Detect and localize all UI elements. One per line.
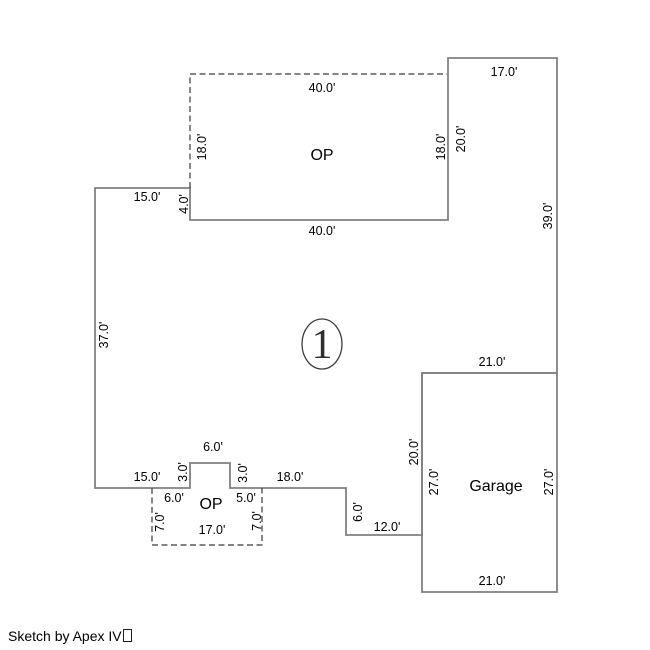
dim-east-wall: 39.0' bbox=[541, 203, 555, 230]
dim-bottom-porch-inset-right: 5.0' bbox=[236, 491, 256, 505]
footer-credit: Sketch by Apex IV bbox=[8, 628, 132, 644]
dim-garage-width-top: 21.0' bbox=[479, 355, 506, 369]
dimension-labels-vertical: 18.0' 18.0' 20.0' 39.0' 4.0' 37.0' 3.0' … bbox=[97, 126, 556, 532]
dim-stoop-depth-right: 3.0' bbox=[236, 463, 250, 483]
garage-outline bbox=[421, 372, 558, 593]
bottom-porch-dashed-outline bbox=[151, 488, 263, 546]
dim-top-porch-height-right: 18.0' bbox=[434, 134, 448, 161]
dim-bottom-porch-width: 17.0' bbox=[199, 523, 226, 537]
dim-stoop-width: 6.0' bbox=[203, 440, 223, 454]
missing-glyph-box bbox=[122, 629, 132, 642]
room-label-top-porch: OP bbox=[310, 147, 333, 164]
dim-top-porch-width-top: 40.0' bbox=[309, 81, 336, 95]
dim-upper-left-jog: 4.0' bbox=[177, 194, 191, 214]
footer-credit-text: Sketch by Apex IV bbox=[8, 628, 122, 644]
dim-bottom-porch-depth-right: 7.0' bbox=[250, 511, 264, 531]
dim-garage-depth-left: 27.0' bbox=[427, 469, 441, 496]
room-label-garage: Garage bbox=[469, 478, 522, 495]
story-marker-number: 1 bbox=[312, 322, 333, 368]
house-outline bbox=[94, 57, 558, 536]
room-label-bottom-porch: OP bbox=[199, 496, 222, 513]
dim-bottom-porch-inset-left: 6.0' bbox=[164, 491, 184, 505]
dim-upper-right-height: 20.0' bbox=[454, 126, 468, 153]
story-marker-ellipse bbox=[301, 318, 343, 370]
dim-upper-right-width: 17.0' bbox=[491, 65, 518, 79]
dimension-labels-horizontal: 40.0' 17.0' 40.0' 15.0' 15.0' 6.0' 18.0'… bbox=[134, 65, 518, 588]
porch-outlines bbox=[151, 73, 447, 546]
dim-top-porch-width-bottom: 40.0' bbox=[309, 224, 336, 238]
dim-bottom-porch-depth-left: 7.0' bbox=[153, 512, 167, 532]
dim-garage-width-bottom: 21.0' bbox=[479, 574, 506, 588]
dim-west-wall: 37.0' bbox=[97, 322, 111, 349]
dim-garage-shared-wall: 20.0' bbox=[407, 439, 421, 466]
dim-step-height: 6.0' bbox=[351, 502, 365, 522]
dim-top-porch-height-left: 18.0' bbox=[195, 134, 209, 161]
dim-garage-depth-right: 27.0' bbox=[542, 469, 556, 496]
room-labels: OP OP Garage bbox=[199, 147, 522, 513]
dim-south-left-width: 15.0' bbox=[134, 470, 161, 484]
top-porch-dashed-outline bbox=[189, 73, 447, 188]
dim-upper-left-width: 15.0' bbox=[134, 190, 161, 204]
dim-stoop-depth-left: 3.0' bbox=[176, 462, 190, 482]
structure-walls bbox=[94, 57, 558, 593]
dim-step-width: 12.0' bbox=[374, 520, 401, 534]
dim-south-right-width: 18.0' bbox=[277, 470, 304, 484]
